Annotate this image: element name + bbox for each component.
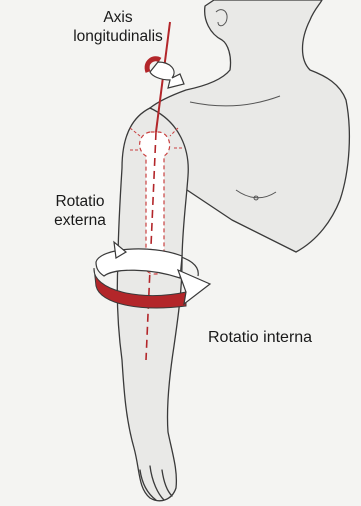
top-arrow-white-band	[150, 62, 184, 88]
axis-label-line2: longitudinalis	[66, 27, 170, 46]
rotatio-interna-label: Rotatio interna	[208, 328, 312, 347]
externa-label-line1: Rotatio	[36, 192, 124, 211]
axis-label-line1: Axis	[66, 8, 170, 27]
axis-longitudinalis-label: Axis longitudinalis	[66, 8, 170, 46]
interna-label-line1: Rotatio interna	[208, 328, 312, 347]
externa-label-line2: externa	[36, 211, 124, 230]
top-rotation-arrow	[147, 59, 184, 88]
rotatio-externa-label: Rotatio externa	[36, 192, 124, 230]
